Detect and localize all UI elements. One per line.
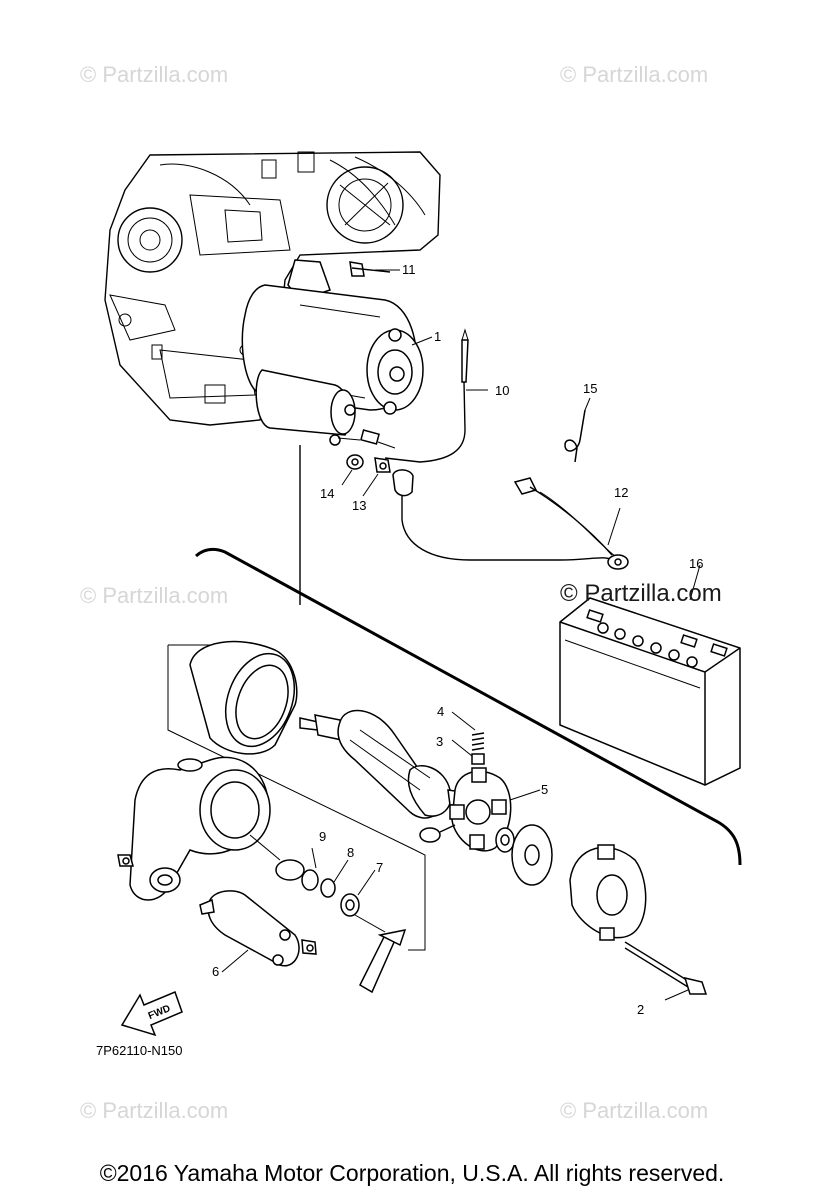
lever <box>354 914 407 994</box>
callout-10: 10 <box>495 383 509 398</box>
armature <box>299 709 465 819</box>
callout-15: 15 <box>583 381 597 396</box>
washer-part-7 <box>340 869 376 917</box>
exploded-frame-line <box>167 645 416 851</box>
starter-motor-assembly <box>241 259 424 446</box>
callout-12: 12 <box>614 485 628 500</box>
nut <box>117 854 134 867</box>
callout-2: 2 <box>637 1002 644 1017</box>
callout-11: 11 <box>402 262 416 277</box>
watermark: © Partzilla.com <box>80 1098 229 1123</box>
callout-6: 6 <box>212 964 219 979</box>
diagram-code: 7P62110-N150 <box>96 1043 183 1058</box>
cable-part-12 <box>392 469 629 570</box>
bolt-part-11 <box>349 261 400 277</box>
callout-9: 9 <box>319 829 326 844</box>
terminal-lead <box>337 429 396 449</box>
positive-cable-part-10 <box>384 328 488 463</box>
washer-part-14 <box>346 454 364 470</box>
callout-4: 4 <box>437 704 444 719</box>
exploded-view-bracket <box>195 547 742 866</box>
rear-cover <box>569 844 647 941</box>
watermark: © Partzilla.com <box>560 1098 709 1123</box>
spring-part-4 <box>451 711 485 751</box>
callout-1: 1 <box>434 329 441 344</box>
through-bolt-part-2 <box>624 941 708 1001</box>
clip-part-15 <box>564 397 591 463</box>
brush-part-3 <box>451 739 485 765</box>
yoke-housing <box>189 640 298 755</box>
collar-part-9 <box>275 847 319 891</box>
callout-7: 7 <box>376 860 383 875</box>
clip-part-8 <box>320 859 349 898</box>
watermark: © Partzilla.com <box>80 62 229 87</box>
brush-holder-part-5 <box>419 767 541 852</box>
callout-8: 8 <box>347 845 354 860</box>
copyright-footer: ©2016 Yamaha Motor Corporation, U.S.A. A… <box>99 1160 725 1186</box>
callout-16: 16 <box>689 556 703 571</box>
nut-part-13 <box>374 457 391 473</box>
washer-large <box>511 824 553 886</box>
callout-14: 14 <box>320 486 334 501</box>
callout-13: 13 <box>352 498 366 513</box>
watermark: © Partzilla.com <box>80 583 229 608</box>
washer-small <box>495 827 515 853</box>
solenoid-part-6 <box>199 890 317 973</box>
front-bracket <box>129 756 281 901</box>
watermark: © Partzilla.com <box>560 62 709 87</box>
callout-3: 3 <box>436 734 443 749</box>
watermark-featured: © Partzilla.com <box>560 580 722 607</box>
callout-5: 5 <box>541 782 548 797</box>
battery-part-16 <box>559 564 741 786</box>
fwd-arrow-icon: FWD <box>120 991 183 1037</box>
